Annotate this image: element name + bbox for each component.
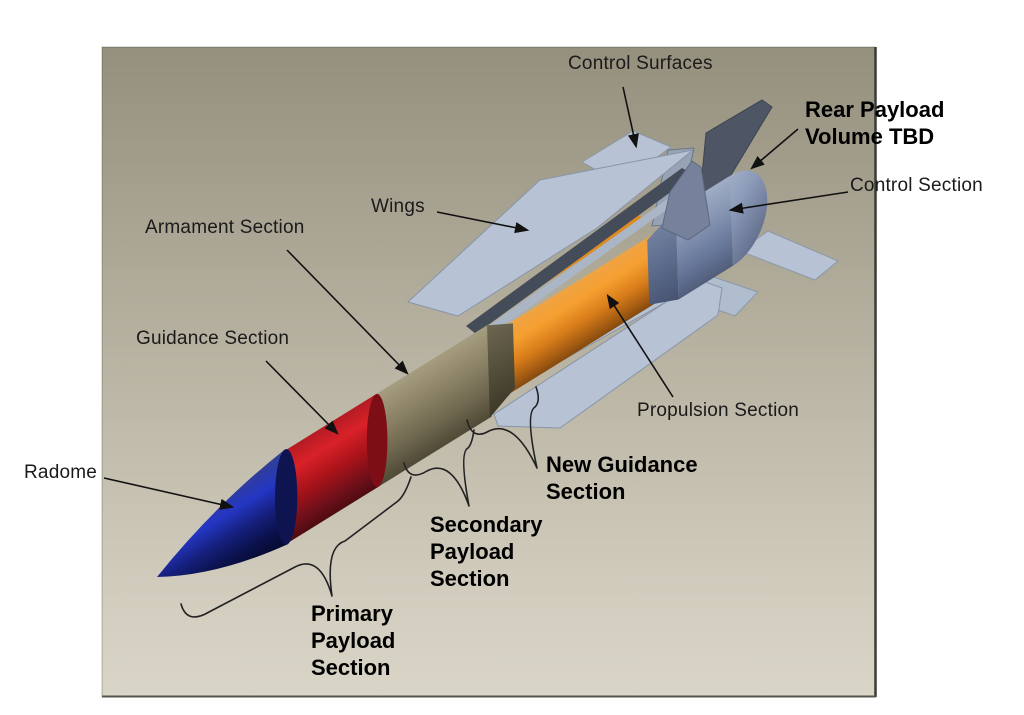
armament-boattail-shape [487,323,515,418]
arrow-rear-payload [750,128,799,170]
leader-arrows [103,86,849,510]
label-propulsion-section: Propulsion Section [637,400,800,421]
radome-shape [157,449,288,577]
arrow-control-surfaces [622,86,639,149]
control-section-flare [647,209,679,305]
rear-dome-shape [730,170,768,266]
arrow-wings [436,211,530,234]
wing-upper-left [407,149,694,317]
label-primary-payload-section: Primary Payload Section [311,601,396,680]
fin-root-wedge [661,160,711,241]
arrow-guidance [265,360,339,435]
brace-secondary-payload [403,429,475,507]
label-control-section: Control Section [850,175,983,196]
brace-new-guidance [466,386,540,469]
label-new-guidance-section: New Guidance Section [546,452,698,504]
wing-upper-right-edge-dark [466,168,694,334]
wing-upper-right-edge-light [472,180,700,344]
label-secondary-payload-section: Secondary Payload Section [430,512,543,591]
label-radome: Radome [24,462,98,483]
arrow-propulsion [606,293,674,398]
guidance-section-shape [283,393,380,545]
label-control-surfaces: Control Surfaces [568,53,713,74]
section-braces [180,386,540,618]
arrow-armament [286,249,409,375]
label-rear-payload: Rear Payload Volume TBD [805,97,945,149]
arrow-control-section [728,191,849,214]
label-wings: Wings [371,196,425,217]
guidance-armament-joint [366,393,388,488]
brace-primary-payload [180,476,412,618]
label-armament-section: Armament Section [145,217,305,238]
propulsion-section-shape [500,231,660,399]
label-guidance-section: Guidance Section [136,328,290,349]
armament-section-shape [369,324,492,491]
arrow-radome [103,477,235,510]
radome-base-joint [275,449,298,545]
